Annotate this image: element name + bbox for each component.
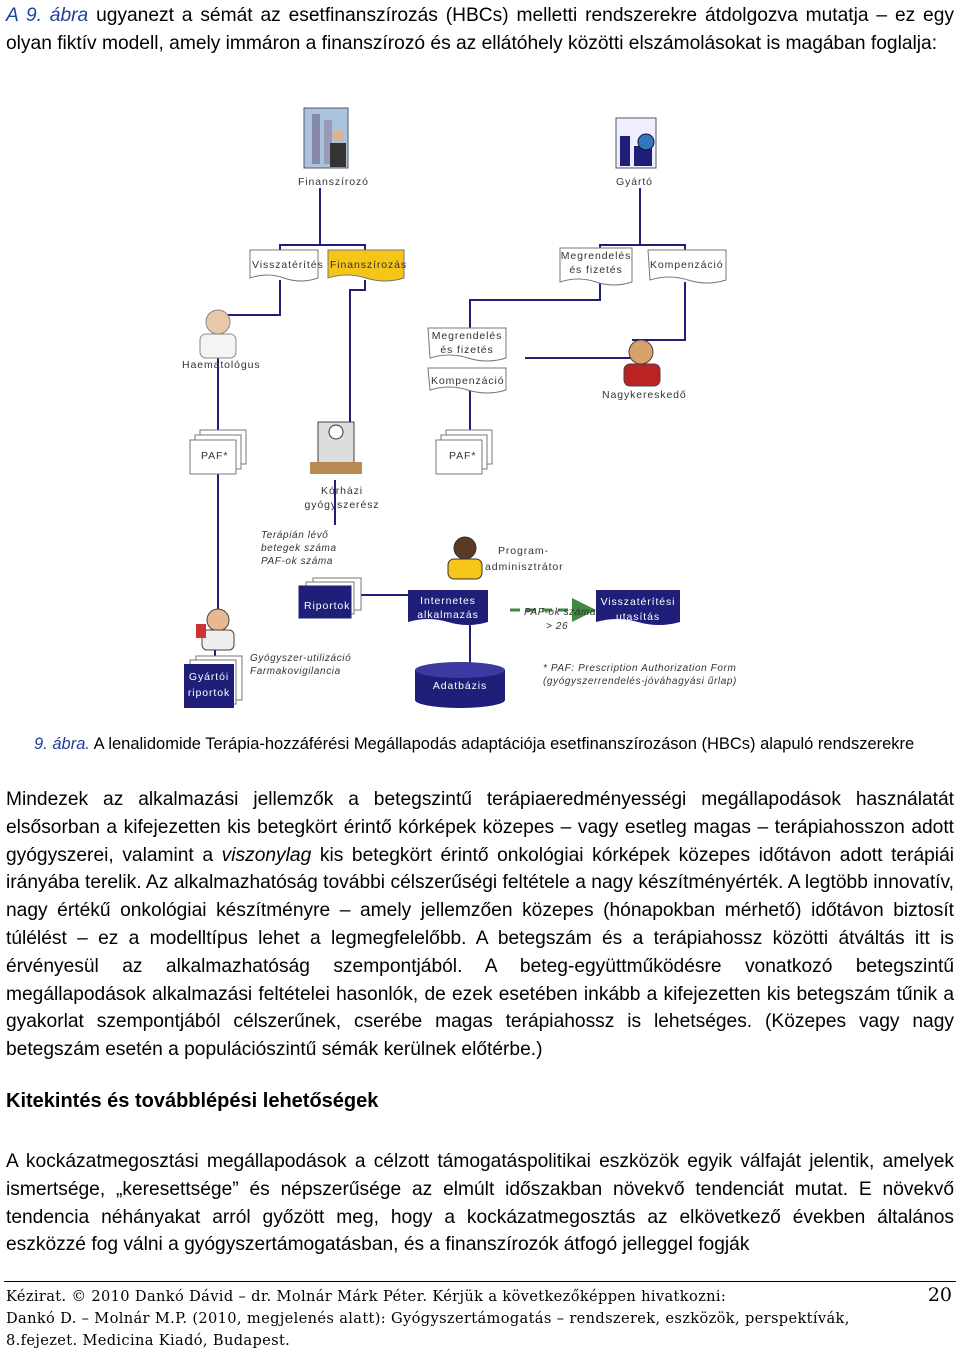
footer-line-1: Kézirat. © 2010 Dankó Dávid – dr. Molnár… — [6, 1288, 727, 1305]
intro-paragraph: A 9. ábra ugyanezt a sémát az esetfinans… — [6, 2, 954, 58]
gyartoi-label-2: riportok — [187, 687, 231, 699]
visszateritesi-label-1: Visszatérítési — [600, 596, 676, 608]
megrendeles-mid-label-2: és fizetés — [440, 344, 494, 356]
visszateritesi-doc — [596, 590, 680, 625]
finanszirozas-doc — [327, 249, 405, 282]
kompenzacio-mid-doc — [427, 367, 507, 394]
program-label-2: adminisztrátor — [485, 561, 564, 573]
caption-label: 9. ábra. — [34, 735, 90, 753]
figure-9-diagram: Finanszírozó Gyártó Visszatérítés Finans… — [0, 100, 960, 720]
paf-left-label: PAF* — [201, 450, 229, 462]
footnote-label-1: * PAF: Prescription Authorization Form — [543, 663, 737, 674]
diagram-graphics — [184, 107, 727, 708]
megrendeles-top-label-1: Megrendelés — [560, 250, 632, 262]
kompenzacio-top-label: Kompenzáció — [650, 259, 724, 271]
haematologus-picture — [199, 309, 237, 359]
body1-part1: Mindezek az alkalmazási jellemzők a bete… — [6, 789, 954, 866]
nagykereskedo-picture — [623, 339, 661, 387]
terapia-label-2: betegek száma — [261, 543, 337, 554]
utilizacio-label-2: Farmakovigilancia — [250, 666, 341, 677]
programadmin-picture — [447, 536, 483, 580]
paf-left-stack — [189, 429, 247, 475]
visszaterites-label: Visszatérítés — [252, 259, 324, 271]
paf-count-label-2: > 26 — [546, 621, 569, 632]
finanszirozo-picture — [303, 107, 349, 169]
nagykereskedo-label: Nagykereskedő — [602, 389, 687, 401]
adatbazis-label: Adatbázis — [432, 680, 488, 692]
body1-emphasis: viszonylag — [221, 844, 312, 866]
gyartoi-label-1: Gyártói — [188, 671, 230, 683]
terapia-label-3: PAF-ok száma — [261, 556, 334, 567]
gyartoi-riportok-stack — [184, 655, 243, 708]
utilizacio-label-1: Gyógyszer-utilizáció — [250, 653, 352, 664]
paf-count-label-1: PAF-ok száma — [524, 607, 597, 618]
page-number: 20 — [927, 1284, 952, 1306]
terapia-label-1: Terápián lévő — [261, 530, 329, 541]
internetes-label-1: Internetes — [420, 595, 476, 607]
megrendeles-mid-label-1: Megrendelés — [431, 330, 503, 342]
body1-part2: kis betegkört érintő onkológiai kórképek… — [6, 844, 955, 1061]
korhazi-label-2: gyógyszerész — [304, 499, 380, 511]
visszateritesi-label-2: utasítás — [616, 611, 660, 623]
footer-line-3: 8.fejezet. Medicina Kiadó, Budapest. — [6, 1332, 291, 1349]
paf-right-label: PAF* — [449, 450, 477, 462]
footer-line-2: Dankó D. – Molnár M.P. (2010, megjelenés… — [6, 1310, 850, 1327]
megrendeles-top-doc — [559, 247, 633, 286]
internetes-label-2: alkalmazás — [417, 609, 479, 621]
kompenzacio-top-doc — [647, 249, 727, 284]
riportok-stack — [298, 577, 362, 619]
internetes-doc — [408, 590, 488, 625]
section-heading: Kitekintés és továbblépési lehetőségek — [6, 1090, 379, 1112]
gyarto-label: Gyártó — [616, 176, 653, 188]
program-label-1: Program- — [498, 545, 549, 557]
korhazi-picture — [310, 421, 362, 474]
footer-rule — [4, 1281, 956, 1282]
riportok-label: Riportok — [304, 600, 351, 612]
visszaterites-doc — [249, 249, 319, 282]
caption-text: A lenalidomide Terápia-hozzáférési Megál… — [89, 735, 915, 753]
megrendeles-top-label-2: és fizetés — [569, 264, 623, 276]
korhazi-label-1: Kórházi — [321, 485, 363, 497]
megrendeles-mid-doc — [427, 327, 507, 362]
footnote-label-2: (gyógyszerrendelés-jóváhagyási űrlap) — [543, 676, 737, 687]
haematologus-label: Haematológus — [182, 359, 261, 371]
finanszirozas-label: Finanszírozás — [330, 259, 408, 271]
body-paragraph-2: A kockázatmegosztási megállapodások a cé… — [6, 1151, 954, 1256]
gyarto-picture — [615, 117, 657, 169]
figure-caption: 9. ábra. A lenalidomide Terápia-hozzáfér… — [34, 735, 914, 754]
kompenzacio-mid-label: Kompenzáció — [431, 375, 505, 387]
body-paragraph-1: Mindezek az alkalmazási jellemzők a bete… — [6, 786, 954, 1064]
adatbazis-cylinder — [415, 662, 505, 708]
finanszirozo-label: Finanszírozó — [298, 176, 369, 188]
intro-text: ugyanezt a sémát az esetfinanszírozás (H… — [6, 5, 954, 54]
paf-right-stack — [435, 429, 493, 475]
gyartoi-person-picture — [196, 608, 235, 651]
figure-reference: A 9. ábra — [6, 5, 89, 26]
